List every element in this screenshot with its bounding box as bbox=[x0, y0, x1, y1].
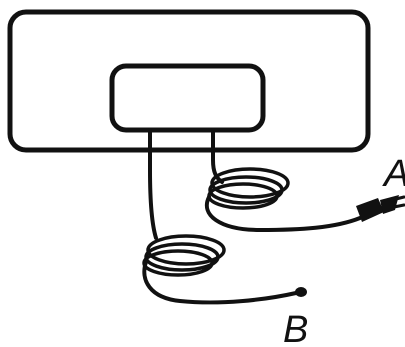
device-body bbox=[7, 9, 371, 153]
label-b: B bbox=[283, 309, 308, 347]
device-panel bbox=[109, 63, 266, 133]
cable-end-b bbox=[295, 287, 307, 297]
cable-b bbox=[142, 128, 298, 305]
cable-a bbox=[205, 128, 362, 232]
label-a: A bbox=[382, 153, 405, 195]
plug-icon bbox=[356, 195, 405, 222]
